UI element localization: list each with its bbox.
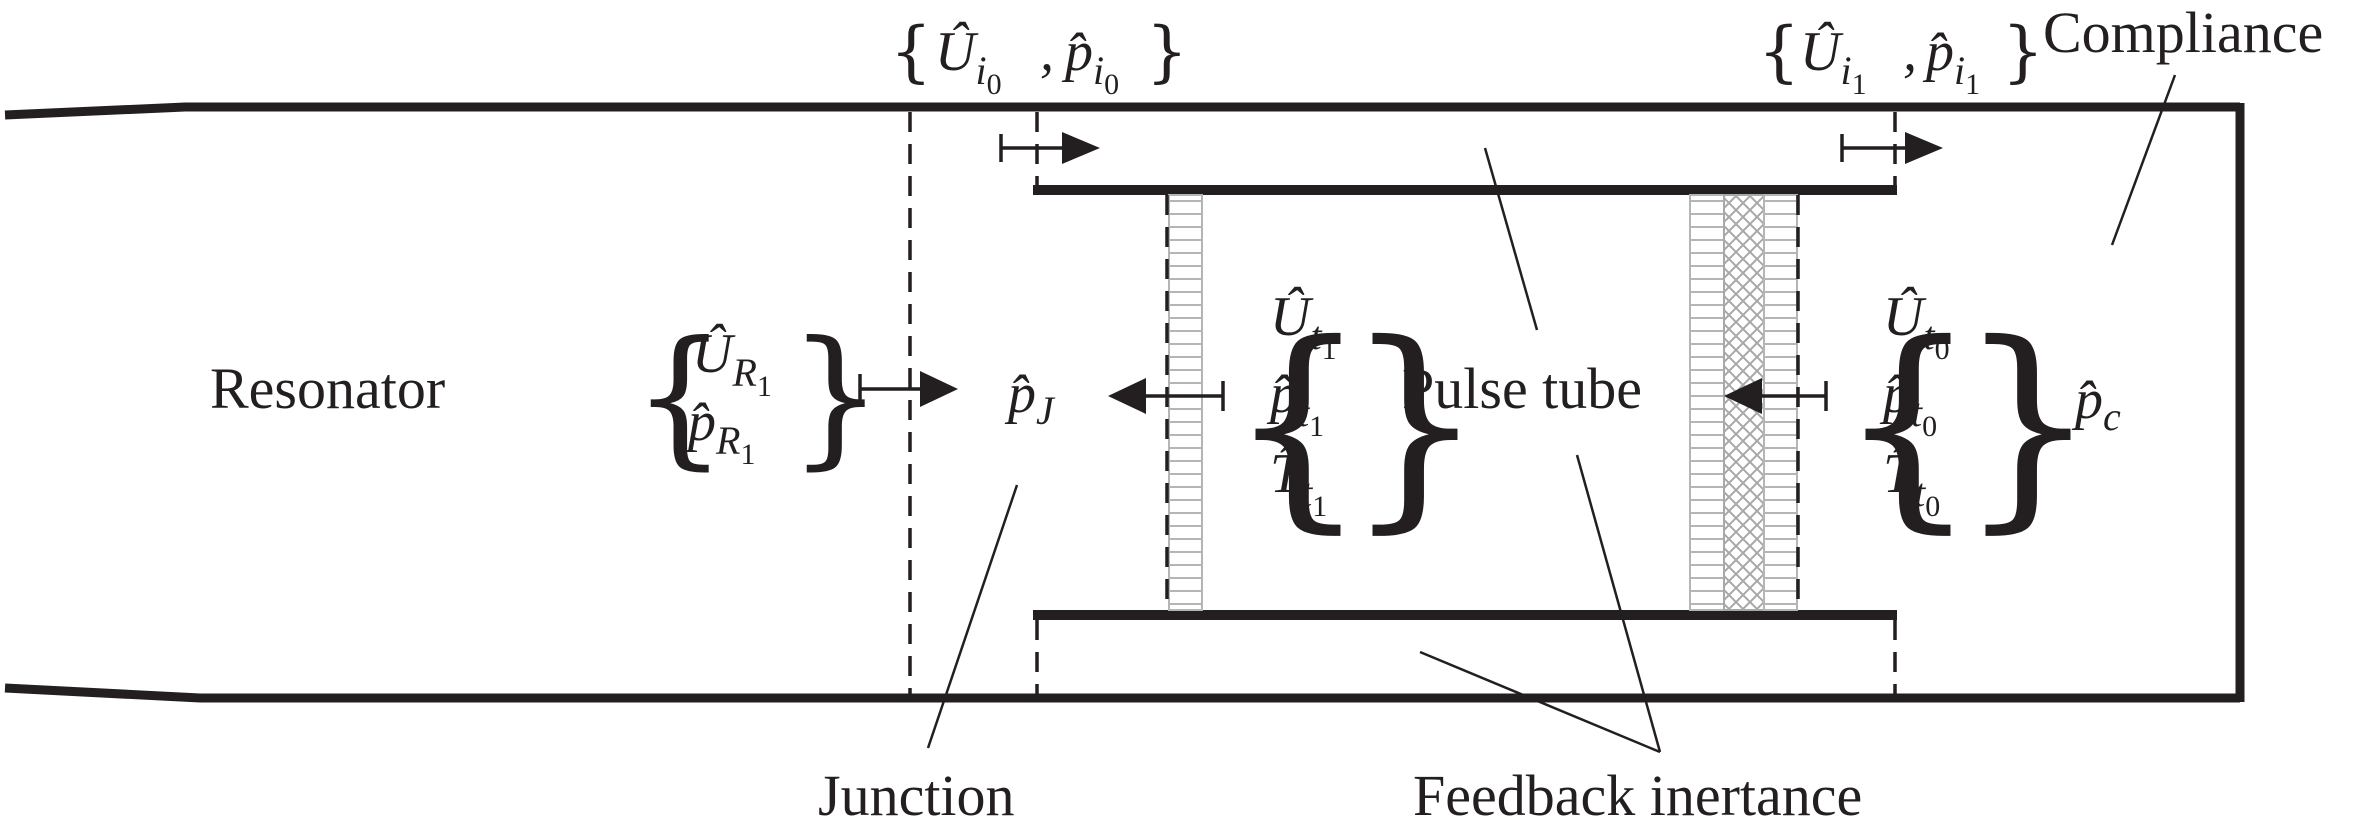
- inlet1-p-symbol: p̂i1: [1922, 21, 1980, 101]
- flow-arrows: [858, 132, 1943, 414]
- inlet0-p-symbol: p̂i0: [1061, 21, 1119, 101]
- junction-pressure: p̂J: [1004, 363, 1056, 433]
- tube-hot-p-symbol: p̂t0: [1879, 363, 1937, 443]
- inlet0-right-brace: }: [1146, 13, 1188, 90]
- control-surfaces: [908, 112, 1897, 695]
- hot-heat-exchanger-right: [1763, 194, 1798, 611]
- compliance-label: Compliance: [2043, 0, 2323, 65]
- compliance-p-symbol: p̂c: [2071, 369, 2121, 439]
- tube-hot-T-symbol: T̂t0: [1883, 443, 1940, 523]
- inlet1-flow-arrow: [1840, 132, 1943, 164]
- compliance-pressure: p̂c: [2071, 369, 2121, 439]
- inlet0-comma: ,: [1040, 21, 1054, 83]
- resonator-U-symbol: ÛR1: [692, 322, 772, 403]
- tube-hot-U-symbol: Ût0: [1883, 285, 1950, 366]
- tube-cold-T-symbol: T̂t1: [1270, 443, 1327, 523]
- feedback-inertance-leader-1: [1575, 454, 1662, 753]
- junction-label: Junction: [818, 763, 1015, 828]
- inlet1-right-brace: }: [2002, 13, 2044, 90]
- inlet1-comma: ,: [1903, 21, 1917, 83]
- inlet1-state-vector: { Ûi1 , p̂i1 }: [1758, 13, 2044, 101]
- inlet0-left-brace: {: [890, 13, 932, 90]
- tube-cold-right-brace: }: [1345, 296, 1485, 552]
- housing-bottom-wall: [4, 683, 2240, 703]
- resonator-left-brace: {: [632, 310, 727, 484]
- tube-cold-state-vector: { Ût1 p̂t1 T̂t1 }: [1228, 285, 1485, 552]
- inlet1-U-symbol: Ûi1: [1800, 20, 1867, 101]
- feedback-inertance-label: Feedback inertance: [1413, 763, 1862, 828]
- tube-hot-left-brace: {: [1838, 296, 1978, 552]
- cold-heat-exchanger: [1168, 194, 1203, 611]
- resonator-p-symbol: p̂R1: [684, 391, 755, 471]
- compliance-leader: [2110, 74, 2177, 246]
- region-labels: Resonator Pulse tube Compliance Junction…: [210, 0, 2323, 828]
- inlet1-left-brace: {: [1758, 13, 1800, 90]
- tube-cold-p-symbol: p̂t1: [1266, 363, 1324, 443]
- tube-cold-U-symbol: Ût1: [1270, 285, 1337, 366]
- resonator-right-brace: }: [788, 310, 883, 484]
- hot-heat-exchanger-left: [1689, 194, 1725, 611]
- tube-cold-left-brace: {: [1228, 296, 1368, 552]
- resonator-flow-arrow: [858, 371, 958, 407]
- pulse-tube-top-leader: [1483, 147, 1539, 331]
- tube-cold-flow-arrow: [1108, 378, 1225, 414]
- inlet0-U-symbol: Ûi0: [935, 20, 1002, 101]
- junction-p-symbol: p̂J: [1004, 363, 1056, 433]
- outer-housing: [4, 102, 2245, 703]
- junction-leader: [926, 484, 1019, 749]
- tube-hot-flow-arrow: [1724, 378, 1828, 414]
- housing-top-wall: [4, 102, 2240, 120]
- leader-lines: [926, 74, 2177, 754]
- heat-exchangers: [1168, 194, 1798, 611]
- inlet0-state-vector: { Ûi0 , p̂i0 }: [890, 13, 1188, 101]
- tube-hot-state-vector: { Ût0 p̂t0 T̂t0 }: [1838, 285, 2098, 552]
- inlet0-flow-arrow: [999, 132, 1100, 164]
- resonator-state-vector: { ÛR1 p̂R1 }: [632, 310, 883, 484]
- pulse-tube-walls: [1033, 185, 1897, 620]
- feedback-inertance-leader-2: [1419, 650, 1661, 754]
- tube-hot-right-brace: }: [1958, 296, 2098, 552]
- pulse-tube-label: Pulse tube: [1402, 356, 1642, 421]
- resonator-label: Resonator: [210, 356, 445, 421]
